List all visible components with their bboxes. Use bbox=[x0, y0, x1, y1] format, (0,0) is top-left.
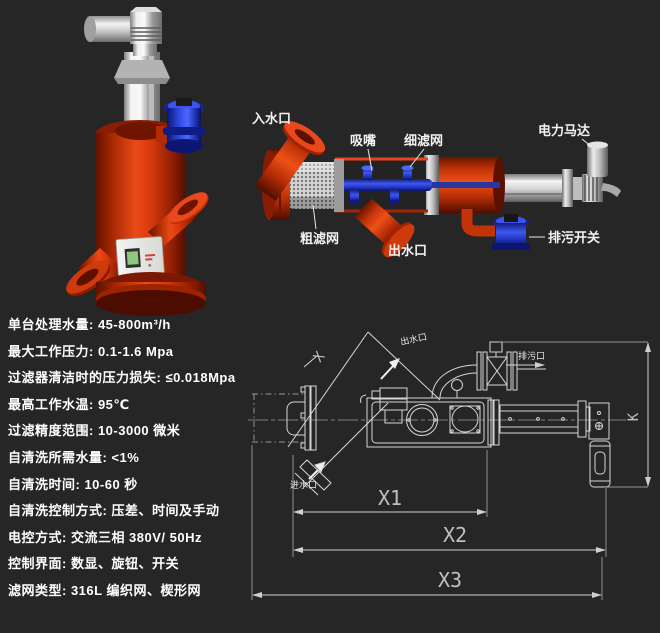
dimension-k-lines bbox=[498, 341, 651, 488]
spec-list: 单台处理水量: 45-800m³/h 最大工作压力: 0.1-1.6 Mpa 过… bbox=[8, 312, 308, 605]
suction-nozzle-up-1 bbox=[361, 165, 374, 180]
outlet-flow-arrow bbox=[380, 358, 400, 380]
drawing-drive-unit bbox=[499, 400, 611, 488]
base-flange bbox=[96, 272, 206, 316]
dimension-x1: X1 bbox=[378, 486, 402, 510]
left-support-bracket bbox=[286, 385, 317, 451]
filter-cutaway-diagram: 入水口 吸嘴 细滤网 电力马达 粗滤网 出水口 排污开关 bbox=[252, 111, 621, 258]
spec-item: 电控方式: 交流三相 380V/ 50Hz bbox=[8, 529, 202, 545]
upper-outlet-pipe bbox=[148, 192, 209, 246]
label-nozzle: 吸嘴 bbox=[350, 133, 376, 148]
diagonal-pipe-lines bbox=[287, 331, 441, 488]
drawing-inlet-pipe bbox=[294, 459, 332, 496]
label-motor: 电力马达 bbox=[538, 123, 590, 138]
label-drain-switch: 排污开关 bbox=[548, 230, 600, 245]
electric-motor-cylinder bbox=[587, 141, 608, 177]
suction-nozzle-up-2 bbox=[401, 165, 414, 180]
spec-item: 过滤精度范围: 10-3000 微米 bbox=[8, 423, 181, 439]
control-panel bbox=[115, 236, 165, 277]
ribbed-coupling bbox=[582, 174, 603, 202]
label-fine-mesh: 细滤网 bbox=[404, 133, 443, 148]
spec-item: 自清洗控制方式: 压差、时间及手动 bbox=[8, 503, 220, 519]
top-motor-assembly bbox=[84, 7, 162, 56]
panel-display-screen bbox=[126, 251, 139, 265]
dimension-extension-lines bbox=[251, 445, 607, 600]
solenoid-and-gauge bbox=[360, 379, 463, 424]
spec-item: 自清洗所需水量: <1% bbox=[8, 449, 140, 465]
filter-3d-render bbox=[66, 7, 209, 316]
spec-item: 单台处理水量: 45-800m³/h bbox=[8, 317, 171, 332]
dimension-x2: X2 bbox=[443, 523, 467, 547]
dimension-k: K bbox=[626, 412, 642, 421]
spec-item: 最大工作压力: 0.1-1.6 Mpa bbox=[8, 343, 174, 359]
spec-item: 最高工作水温: 95℃ bbox=[8, 396, 130, 412]
label-inlet: 入水口 bbox=[252, 111, 291, 126]
gearbox-ribs bbox=[131, 27, 161, 41]
label-coarse-mesh: 粗滤网 bbox=[300, 231, 339, 246]
spec-item: 过滤器清洁时的压力损失: ≤0.018Mpa bbox=[8, 370, 236, 386]
drawing-label-drain: 排污口 bbox=[518, 350, 545, 361]
drive-unit bbox=[497, 141, 621, 207]
dimension-line-drawing: 排污口 X bbox=[248, 331, 651, 600]
blue-valve bbox=[156, 98, 205, 153]
drawing-main-body bbox=[366, 397, 500, 448]
suction-nozzle-down-1 bbox=[348, 190, 361, 205]
dimension-x3: X3 bbox=[438, 568, 462, 592]
drain-hose-stub bbox=[601, 183, 621, 197]
drawing-label-inlet: 进水口 bbox=[290, 479, 317, 490]
suction-nozzle-down-2 bbox=[388, 190, 401, 205]
coarse-mesh-section bbox=[288, 159, 344, 212]
drive-rod bbox=[430, 182, 500, 188]
drawing-label-outlet: 出水口 bbox=[399, 331, 428, 347]
drain-valve-assembly bbox=[461, 209, 530, 250]
dimension-x: X bbox=[311, 349, 329, 366]
reference-dashed-lines bbox=[252, 393, 305, 443]
label-outlet: 出水口 bbox=[388, 243, 427, 258]
spec-item: 滤网类型: 316L 编织网、楔形网 bbox=[8, 582, 201, 598]
outlet-pipe bbox=[354, 198, 415, 258]
inlet-pipe bbox=[254, 121, 326, 201]
cutaway-labels: 入水口 吸嘴 细滤网 电力马达 粗滤网 出水口 排污开关 bbox=[252, 111, 600, 258]
suction-manifold bbox=[328, 165, 500, 205]
spec-item: 控制界面: 数显、旋钮、开关 bbox=[8, 556, 179, 572]
spec-item: 自清洗时间: 10-60 秒 bbox=[8, 476, 138, 492]
